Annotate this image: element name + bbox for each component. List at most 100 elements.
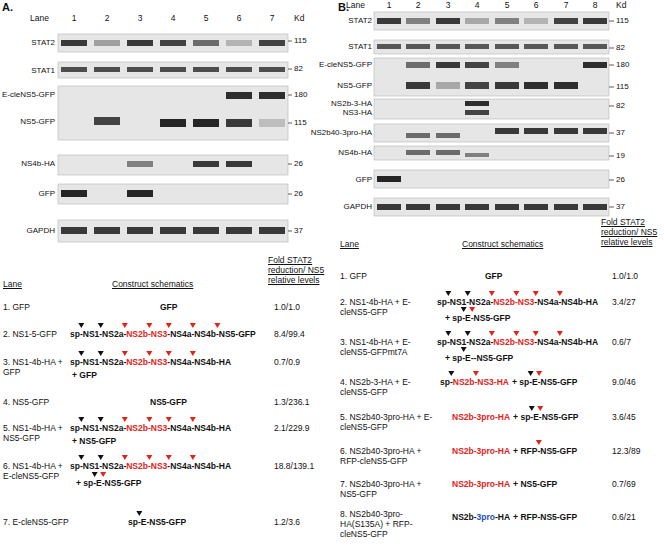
cleavage-triangle [461, 347, 467, 352]
cleavage-triangle [166, 323, 172, 328]
blot-label: NS5-GFP [337, 81, 372, 90]
size-marker: 37 [616, 128, 625, 137]
lane-text: 1. GFP [340, 272, 434, 282]
construct-schematic: + NS5-GFP [72, 437, 116, 447]
column-header: Lane [3, 280, 22, 290]
size-marker: 26 [294, 189, 303, 198]
construct-schematic: NS2b-3pro-HA+ sp-E-NS5-GFP [452, 413, 579, 423]
construct-segment: sp-NS1-NS2a- [70, 357, 126, 367]
construct-segment: sp-NS1-NS2a- [70, 329, 126, 339]
cleavage-triangle [136, 511, 142, 516]
cleavage-triangle [465, 331, 471, 336]
size-marker: 115 [294, 118, 307, 127]
construct-schematic: + sp-E-NS5-GFP [445, 314, 510, 324]
construct-segment: -NS4a-NS4b-HA [167, 357, 231, 367]
cleavage-triangle [78, 323, 84, 328]
cleavage-triangle [536, 440, 542, 445]
size-marker: 115 [616, 82, 629, 91]
lane-text: 7. E-cleNS5-GFP [3, 518, 69, 528]
blot-label: STAT2 [348, 16, 372, 25]
lane-number: 7 [564, 1, 569, 11]
cleavage-triangle [146, 455, 152, 460]
size-marker: 82 [616, 43, 625, 52]
lane-number: 2 [416, 1, 421, 11]
fold-value: 1.0/1.0 [612, 272, 638, 282]
fold-value: 0.6/7 [612, 338, 631, 348]
construct-segment: sp-NS1-NS2a- [70, 461, 126, 471]
construct-segment: -NS4a-NS4b-HA [534, 297, 598, 307]
fold-value: 1.3/236.1 [274, 398, 309, 408]
lane-number: 6 [534, 1, 539, 11]
column-header: Fold STAT2 reduction/ NS5 relative level… [268, 256, 328, 285]
size-marker: 37 [616, 202, 625, 211]
lane-number: 8 [593, 1, 598, 11]
cleavage-triangle [78, 351, 84, 356]
axis-title: Lane [30, 14, 49, 24]
construct-segment: + sp-E-NS5-GFP [513, 412, 578, 422]
construct-schematic: sp-NS1-NS2a-NS2b-NS3-NS4a-NS4b-HA [70, 462, 231, 472]
size-marker: 26 [294, 159, 303, 168]
cleavage-triangle [146, 351, 152, 356]
cleavage-triangle [166, 417, 172, 422]
construct-segment: + RFP-NS5-GFP [513, 446, 577, 456]
lane-number: 3 [446, 1, 451, 11]
blot-label: NS2b-3-HA NS3-HA [322, 99, 372, 117]
construct-segment: -NS4a-NS4b-NS5-GFP [167, 329, 255, 339]
lane-text: 4. NS2b-3-HA + E-cleNS5-GFP [340, 378, 434, 398]
panel-letter: A. [2, 1, 13, 14]
construct-segment: NS2b-3pro-HA [452, 479, 510, 489]
construct-schematic: sp-NS2b-NS3-HA+ sp-E-NS5-GFP [440, 378, 577, 388]
fold-value: 18.8/139.1 [274, 462, 314, 472]
construct-segment: -NS4a-NS4b-HA [534, 337, 598, 347]
fold-value: 12.3/89 [612, 447, 640, 457]
cleavage-triangle [122, 455, 128, 460]
blot-label: NS4b-HA [338, 148, 372, 157]
construct-segment: NS2b-NS3 [493, 297, 534, 307]
cleavage-triangle [190, 323, 196, 328]
axis-title: Kd [616, 1, 626, 11]
lane-text: 2. NS1-5-GFP [3, 330, 69, 340]
lane-text: 6. NS1-4b-HA + E-cleNS5-GFP [3, 462, 69, 482]
size-marker: 115 [294, 36, 307, 45]
cleavage-triangle [98, 323, 104, 328]
lane-text: 3. NS1-4b-HA + GFP [3, 358, 69, 378]
construct-segment: sp- [440, 377, 453, 387]
lane-text: 6. NS2b40-3pro-HA + RFP-cleNS5-GFP [340, 447, 434, 467]
construct-schematic: NS2b-3pro-HA+ RFP-NS5-GFP [452, 447, 577, 457]
cleavage-triangle [214, 323, 220, 328]
construct-segment: sp-NS1-NS2a- [437, 337, 493, 347]
blot-label: E-cleNS5-GFP [319, 60, 372, 69]
blot-label: STAT1 [348, 42, 372, 51]
construct-segment: NS2b- [452, 512, 477, 522]
construct-segment: + RFP-NS5-GFP [513, 512, 577, 522]
fold-value: 2.1/229.9 [274, 424, 309, 434]
fold-value: 0.7/69 [612, 480, 636, 490]
lane-number: 5 [505, 1, 510, 11]
construct-segment: + sp-E-NS5-GFP [512, 377, 577, 387]
size-marker: 37 [294, 226, 303, 235]
lane-number: 4 [475, 1, 480, 11]
construct-schematic: + sp-E-NS5-GFP [76, 479, 141, 489]
construct-schematic: sp-NS1-NS2a-NS2b-NS3-NS4a-NS4b-HA [70, 358, 231, 368]
construct-schematic: sp-NS1-NS2a-NS2b-NS3-NS4a-NS4b-HA [437, 298, 598, 308]
blot-label: STAT2 [31, 38, 55, 47]
cleavage-triangle [557, 331, 563, 336]
blot-label: GAPDH [27, 226, 55, 235]
construct-text: GFP [485, 272, 502, 282]
fold-value: 0.6/21 [612, 513, 636, 523]
cleavage-triangle [146, 323, 152, 328]
fold-value: 1.2/3.6 [274, 518, 300, 528]
size-marker: 26 [616, 175, 625, 184]
construct-segment: NS2b-NS3 [126, 357, 167, 367]
size-marker: 180 [616, 60, 629, 69]
blot-label: GAPDH [344, 202, 372, 211]
construct-segment: + GFP [72, 370, 97, 380]
size-marker: 180 [294, 90, 307, 99]
construct-text: NS5-GFP [150, 398, 187, 408]
blot-label: NS5-GFP [20, 117, 55, 126]
construct-segment: + sp-E--NS5-GFP [445, 353, 513, 363]
cleavage-triangle [190, 455, 196, 460]
fold-value: 8.4/99.4 [274, 330, 305, 340]
size-marker: 82 [294, 64, 303, 73]
